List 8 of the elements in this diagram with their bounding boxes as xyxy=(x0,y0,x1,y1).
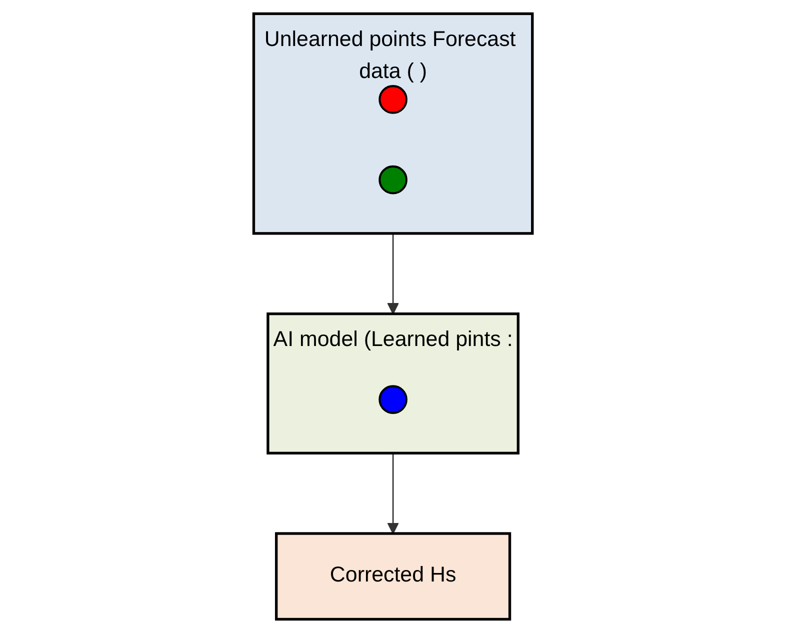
cluster: AI model (Learned pints : xyxy=(266,312,520,454)
arrow xyxy=(387,233,399,314)
node-box: Corrected Hs xyxy=(274,532,512,621)
node-circle xyxy=(378,385,408,414)
node-circle xyxy=(378,165,408,194)
node-circle xyxy=(378,85,408,114)
cluster: Unlearned points Forecast data ( ) xyxy=(252,12,534,235)
arrow xyxy=(387,453,399,534)
